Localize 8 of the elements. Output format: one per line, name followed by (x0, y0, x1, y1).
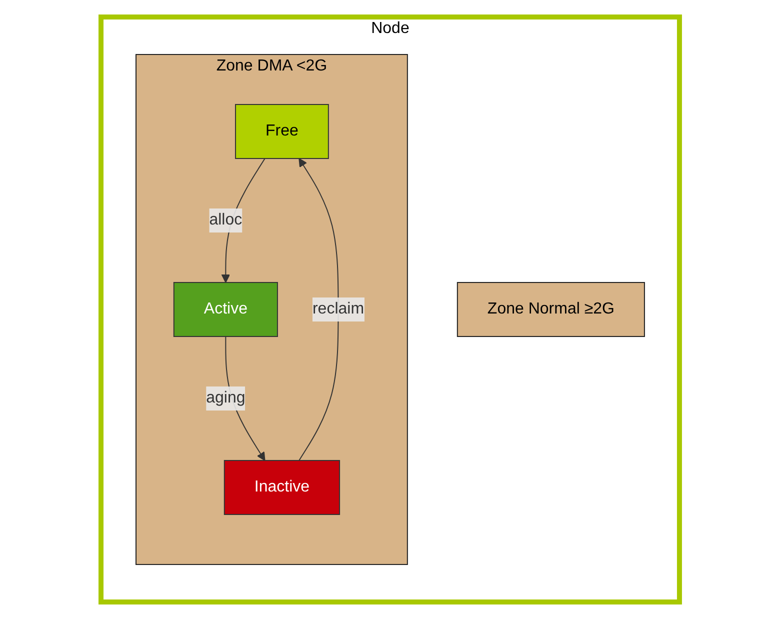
edge-label: alloc (209, 211, 242, 228)
arrow (298, 158, 340, 461)
edge-label: aging (206, 389, 246, 406)
node-box: Active (174, 282, 278, 337)
node-box: Zone Normal ≥2G (457, 282, 646, 337)
node-box: Free (235, 104, 330, 159)
edge-label: reclaim (312, 300, 364, 318)
node-box: Inactive (224, 460, 340, 515)
